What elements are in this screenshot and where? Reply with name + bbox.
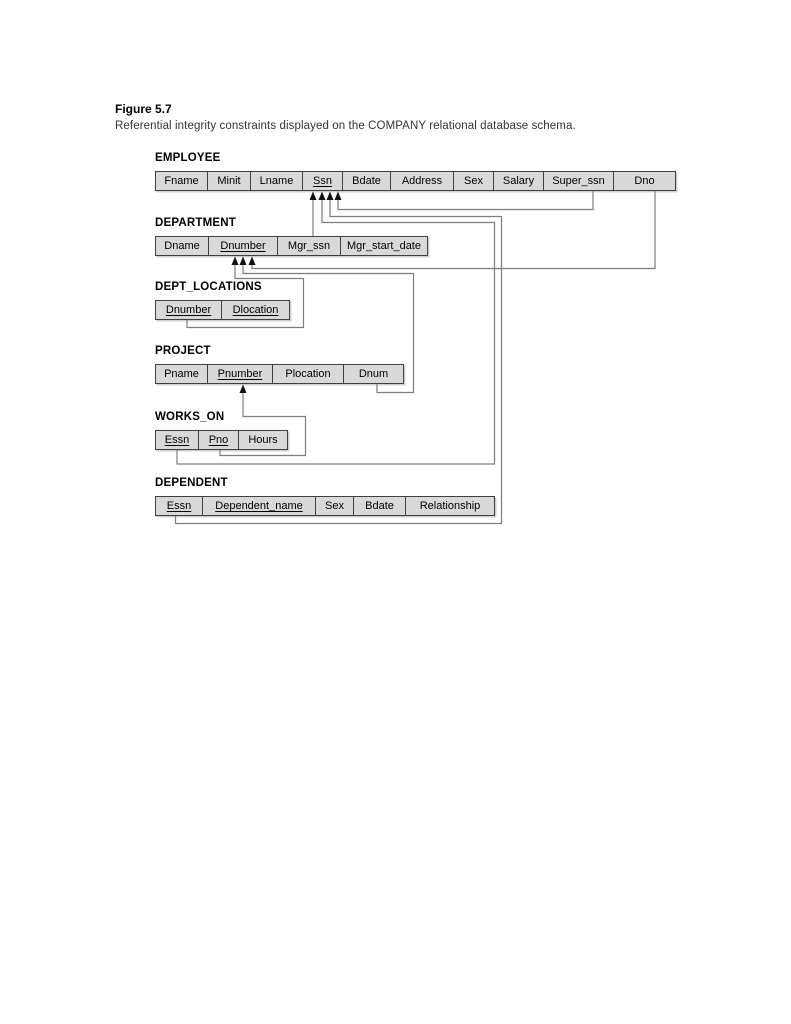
table-employee: EMPLOYEE Fname Minit Lname Ssn Bdate Add… (155, 151, 676, 191)
works-on-col-pno: Pno (199, 431, 239, 449)
arrowhead-dno-to-dnumber (248, 256, 256, 265)
project-col-pname: Pname (156, 365, 208, 383)
employee-col-bdate: Bdate (343, 172, 391, 190)
table-dependent: DEPENDENT Essn Dependent_name Sex Bdate … (155, 476, 495, 516)
department-col-mgr-ssn: Mgr_ssn (278, 237, 341, 255)
table-works-on: WORKS_ON Essn Pno Hours (155, 410, 288, 450)
figure-header: Figure 5.7 Referential integrity constra… (115, 102, 675, 132)
table-dependent-title: DEPENDENT (155, 477, 228, 489)
table-works-on-title: WORKS_ON (155, 411, 225, 423)
figure-caption: Referential integrity constraints displa… (115, 120, 576, 132)
employee-col-fname: Fname (156, 172, 208, 190)
employee-col-sex: Sex (454, 172, 494, 190)
table-row: Essn Pno Hours (155, 430, 288, 450)
arrowhead-mgrssn-to-ssn (309, 191, 317, 200)
employee-col-dno: Dno (614, 172, 675, 190)
department-col-dnumber: Dnumber (209, 237, 278, 255)
arrowhead-pno-to-pnumber (239, 384, 247, 393)
employee-col-address: Address (391, 172, 454, 190)
works-on-col-essn: Essn (156, 431, 199, 449)
table-dept-locations: DEPT_LOCATIONS Dnumber Dlocation (155, 280, 290, 320)
table-row: Dname Dnumber Mgr_ssn Mgr_start_date (155, 236, 428, 256)
works-on-col-hours: Hours (239, 431, 287, 449)
arrowhead-dnum-to-dnumber (239, 256, 247, 265)
employee-col-ssn: Ssn (303, 172, 343, 190)
employee-col-lname: Lname (251, 172, 303, 190)
table-dept-locations-title: DEPT_LOCATIONS (155, 281, 262, 293)
employee-col-super-ssn: Super_ssn (544, 172, 614, 190)
dept-locations-col-dnumber: Dnumber (156, 301, 222, 319)
project-col-plocation: Plocation (273, 365, 344, 383)
employee-col-salary: Salary (494, 172, 544, 190)
project-col-pnumber: Pnumber (208, 365, 273, 383)
dept-locations-col-dlocation: Dlocation (222, 301, 289, 319)
arrowhead-dependent-essn-to-ssn (326, 191, 334, 200)
dependent-col-dependent-name: Dependent_name (203, 497, 316, 515)
table-project: PROJECT Pname Pnumber Plocation Dnum (155, 344, 404, 384)
table-department: DEPARTMENT Dname Dnumber Mgr_ssn Mgr_sta… (155, 216, 428, 256)
dependent-col-sex: Sex (316, 497, 354, 515)
table-department-title: DEPARTMENT (155, 217, 237, 229)
employee-col-minit: Minit (208, 172, 251, 190)
arrowhead-deptloc-dnumber-to-dnumber (231, 256, 239, 265)
dependent-col-relationship: Relationship (406, 497, 494, 515)
dependent-col-bdate: Bdate (354, 497, 406, 515)
figure-number: Figure 5.7 (115, 102, 172, 116)
table-row: Essn Dependent_name Sex Bdate Relationsh… (155, 496, 495, 516)
department-col-mgr-start-date: Mgr_start_date (341, 237, 427, 255)
department-col-dname: Dname (156, 237, 209, 255)
table-row: Pname Pnumber Plocation Dnum (155, 364, 404, 384)
project-col-dnum: Dnum (344, 365, 403, 383)
table-row: Fname Minit Lname Ssn Bdate Address Sex … (155, 171, 676, 191)
table-employee-title: EMPLOYEE (155, 152, 221, 164)
dependent-col-essn: Essn (156, 497, 203, 515)
arrowhead-workson-essn-to-ssn (318, 191, 326, 200)
fk-line-superssn-to-ssn (337, 191, 594, 211)
table-project-title: PROJECT (155, 345, 211, 357)
table-row: Dnumber Dlocation (155, 300, 290, 320)
arrowhead-superssn-to-ssn (334, 191, 342, 200)
